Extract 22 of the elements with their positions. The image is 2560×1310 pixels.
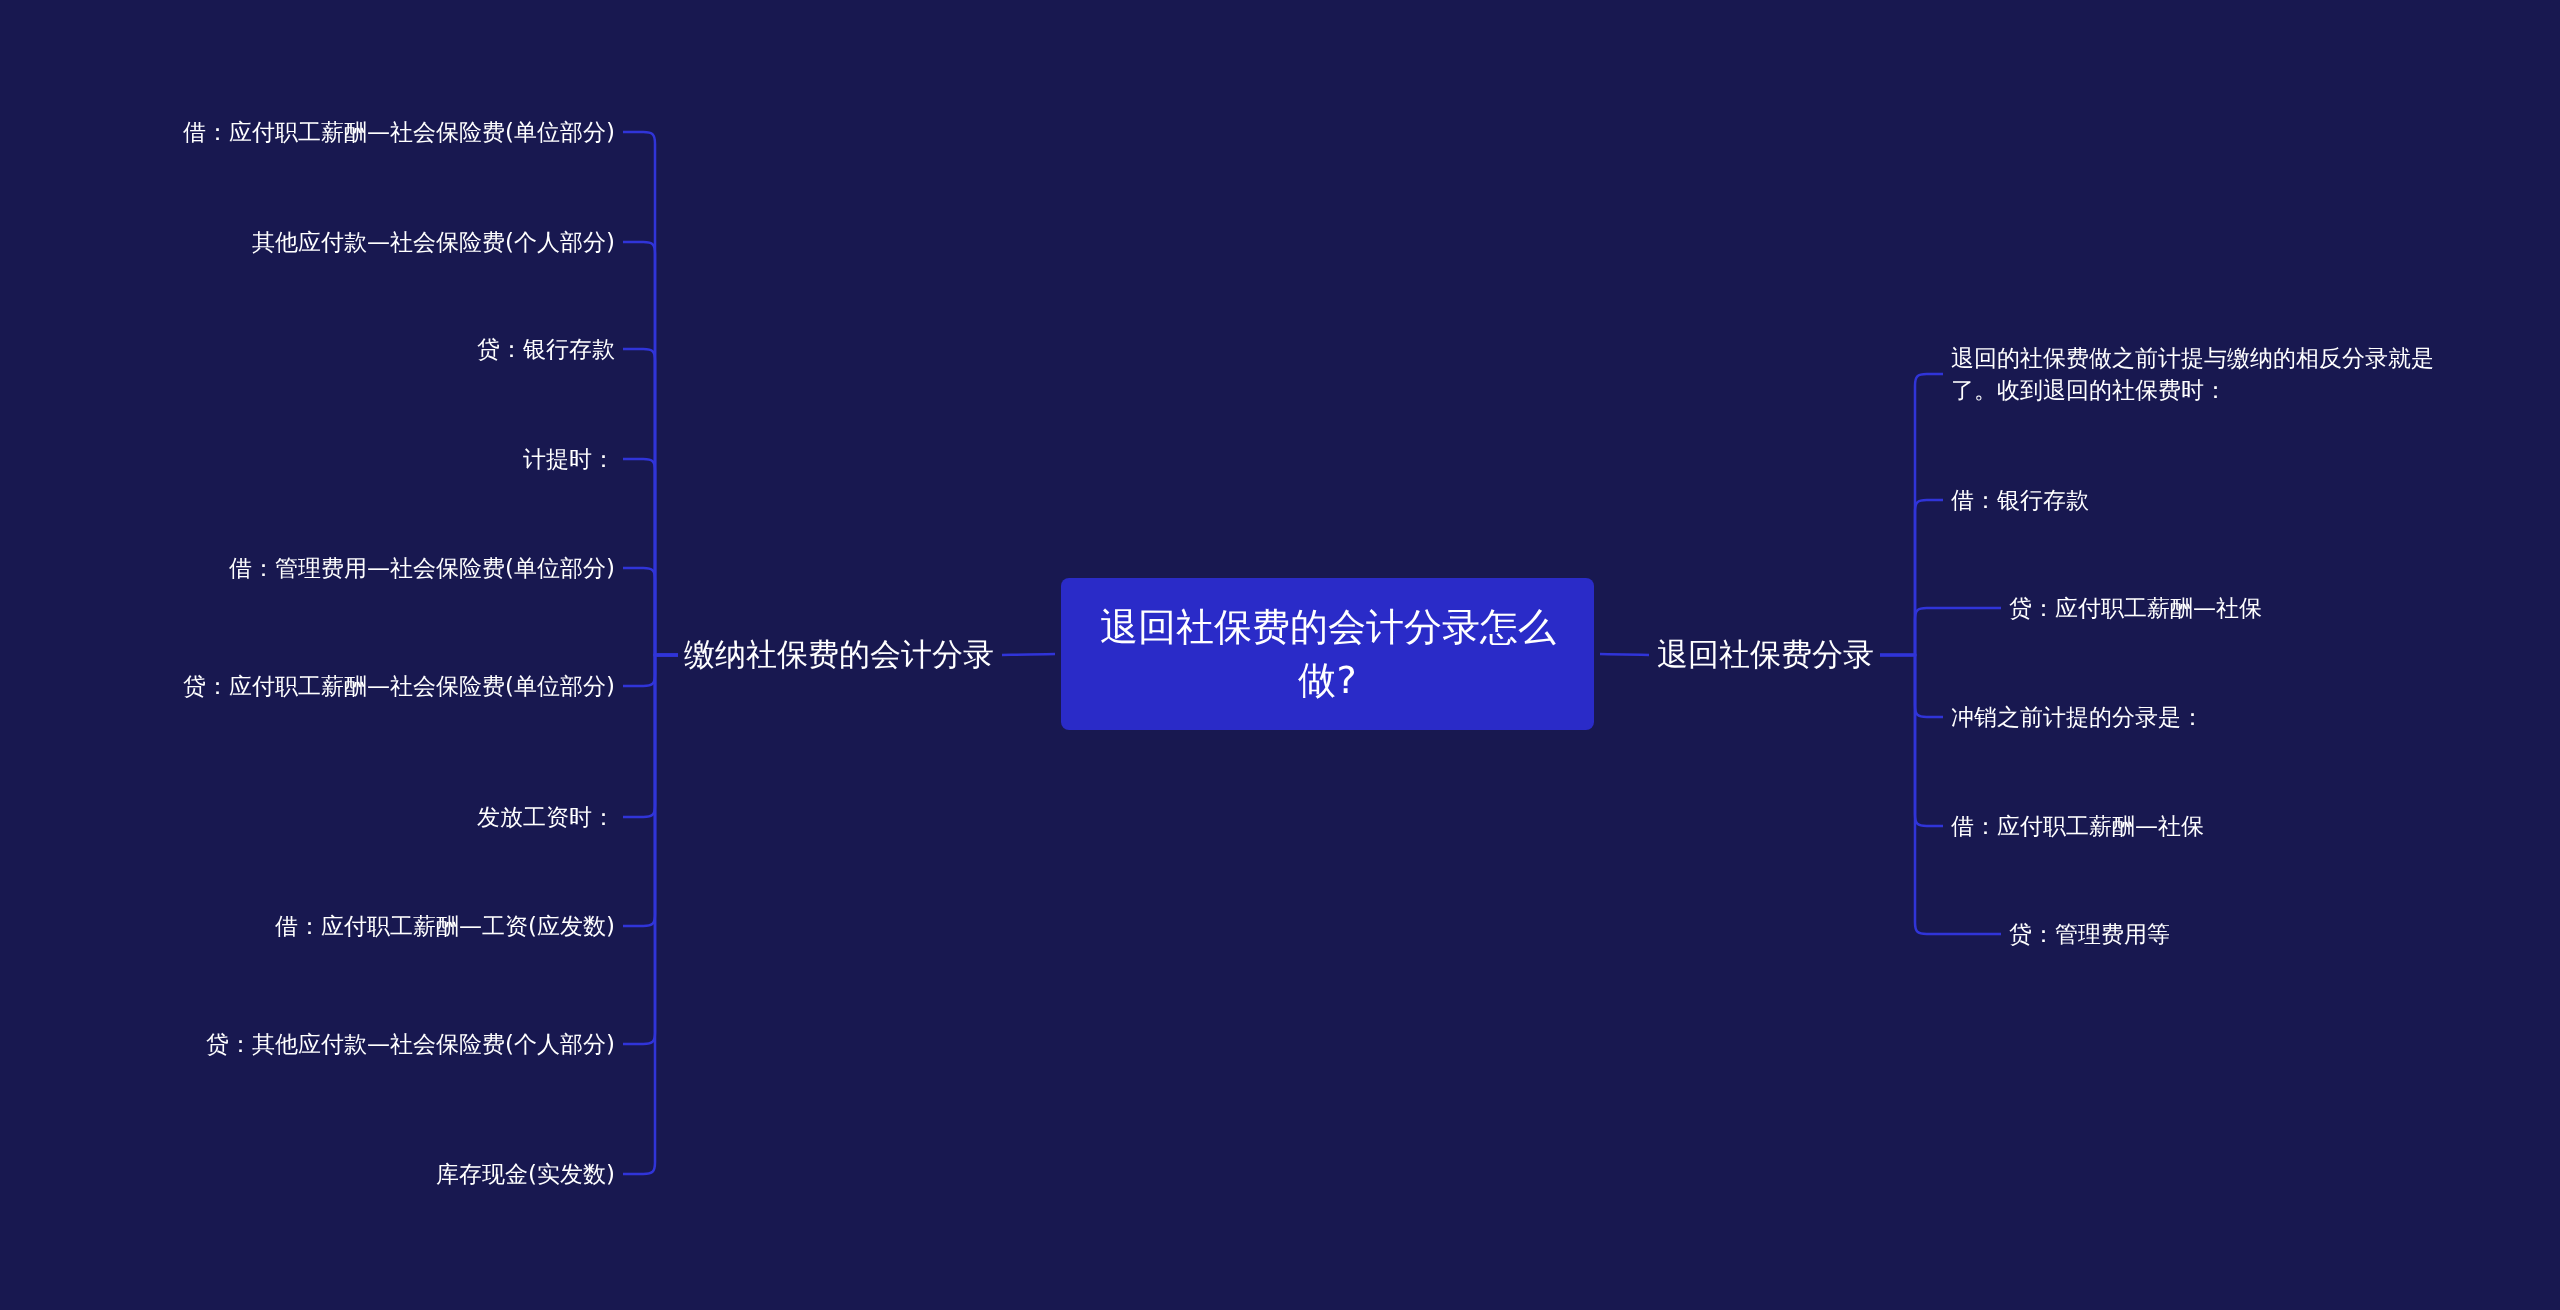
leaf-topic: 计提时： [523, 442, 615, 476]
branch-topic: 退回社保费分录 [1657, 634, 1874, 676]
central-topic: 退回社保费的会计分录怎么做? [1061, 578, 1594, 730]
leaf-topic: 贷：应付职工薪酬—社会保险费(单位部分) [183, 669, 615, 703]
leaf-topic: 借：银行存款 [1951, 483, 2089, 517]
connector [1000, 652, 1057, 657]
leaf-topic: 贷：应付职工薪酬—社保 [2009, 591, 2262, 625]
leaf-topic: 贷：银行存款 [477, 332, 615, 366]
connector [1878, 653, 2003, 936]
leaf-topic: 贷：其他应付款—社会保险费(个人部分) [206, 1027, 615, 1061]
leaf-topic: 借：管理费用—社会保险费(单位部分) [229, 551, 615, 585]
leaf-topic: 冲销之前计提的分录是： [1951, 700, 2204, 734]
leaf-topic: 退回的社保费做之前计提与缴纳的相反分录就是了。收到退回的社保费时： [1951, 341, 2451, 407]
leaf-topic: 借：应付职工薪酬—工资(应发数) [275, 909, 615, 943]
leaf-topic: 发放工资时： [477, 800, 615, 834]
leaf-topic: 贷：管理费用等 [2009, 917, 2170, 951]
leaf-topic: 库存现金(实发数) [436, 1157, 615, 1191]
connector [1598, 652, 1651, 657]
leaf-topic: 借：应付职工薪酬—社保 [1951, 809, 2204, 843]
leaf-topic: 其他应付款—社会保险费(个人部分) [252, 225, 615, 259]
leaf-topic: 借：应付职工薪酬—社会保险费(单位部分) [183, 115, 615, 149]
branch-topic: 缴纳社保费的会计分录 [684, 634, 994, 676]
